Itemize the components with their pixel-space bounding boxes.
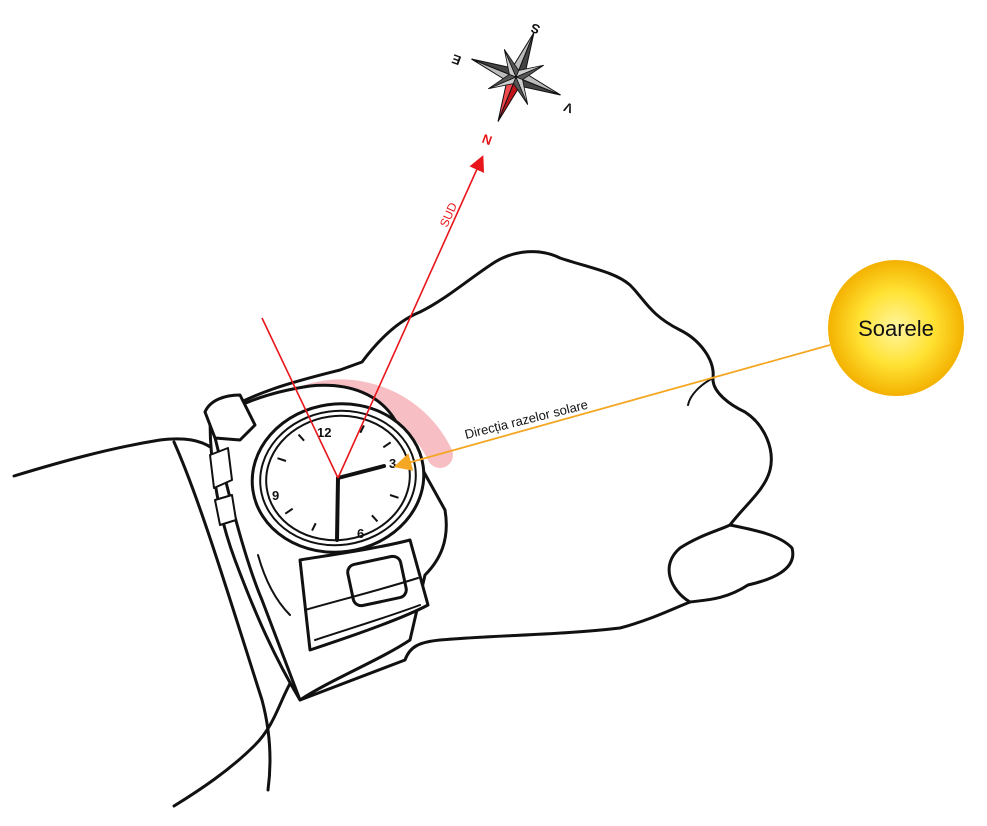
sun-label: Soarele <box>858 316 934 341</box>
south-direction-line <box>337 155 485 479</box>
hour-hand <box>336 464 386 480</box>
watch-numeral-9: 9 <box>272 488 279 503</box>
watch-tick <box>277 457 287 462</box>
watch-tick-marks <box>277 424 399 532</box>
watch-tick <box>297 433 305 442</box>
watch-tick <box>389 494 399 499</box>
watch-numeral-3: 3 <box>389 456 396 471</box>
sun: Soarele <box>828 260 964 396</box>
bisector-line <box>261 317 339 479</box>
watch-tick <box>382 441 392 449</box>
compass-label-east: E <box>449 51 463 68</box>
watch-tick <box>311 522 317 532</box>
compass-label-north: N <box>480 131 494 148</box>
watch-tick <box>284 507 294 515</box>
watch: 12 3 6 9 <box>203 383 448 702</box>
sun-disc <box>828 260 964 396</box>
watch-tick <box>371 514 379 523</box>
watch-numeral-6: 6 <box>357 526 364 541</box>
compass-label-south: S <box>528 20 542 37</box>
watch-button-pad <box>346 554 408 608</box>
sun-ray-line <box>393 344 831 471</box>
arm-outline <box>12 437 294 808</box>
minute-hand <box>335 476 340 542</box>
watch-numeral-12: 12 <box>317 425 331 440</box>
compass-rose <box>471 32 561 122</box>
compass-label-west: V <box>561 99 575 116</box>
watch-tick <box>359 424 365 434</box>
